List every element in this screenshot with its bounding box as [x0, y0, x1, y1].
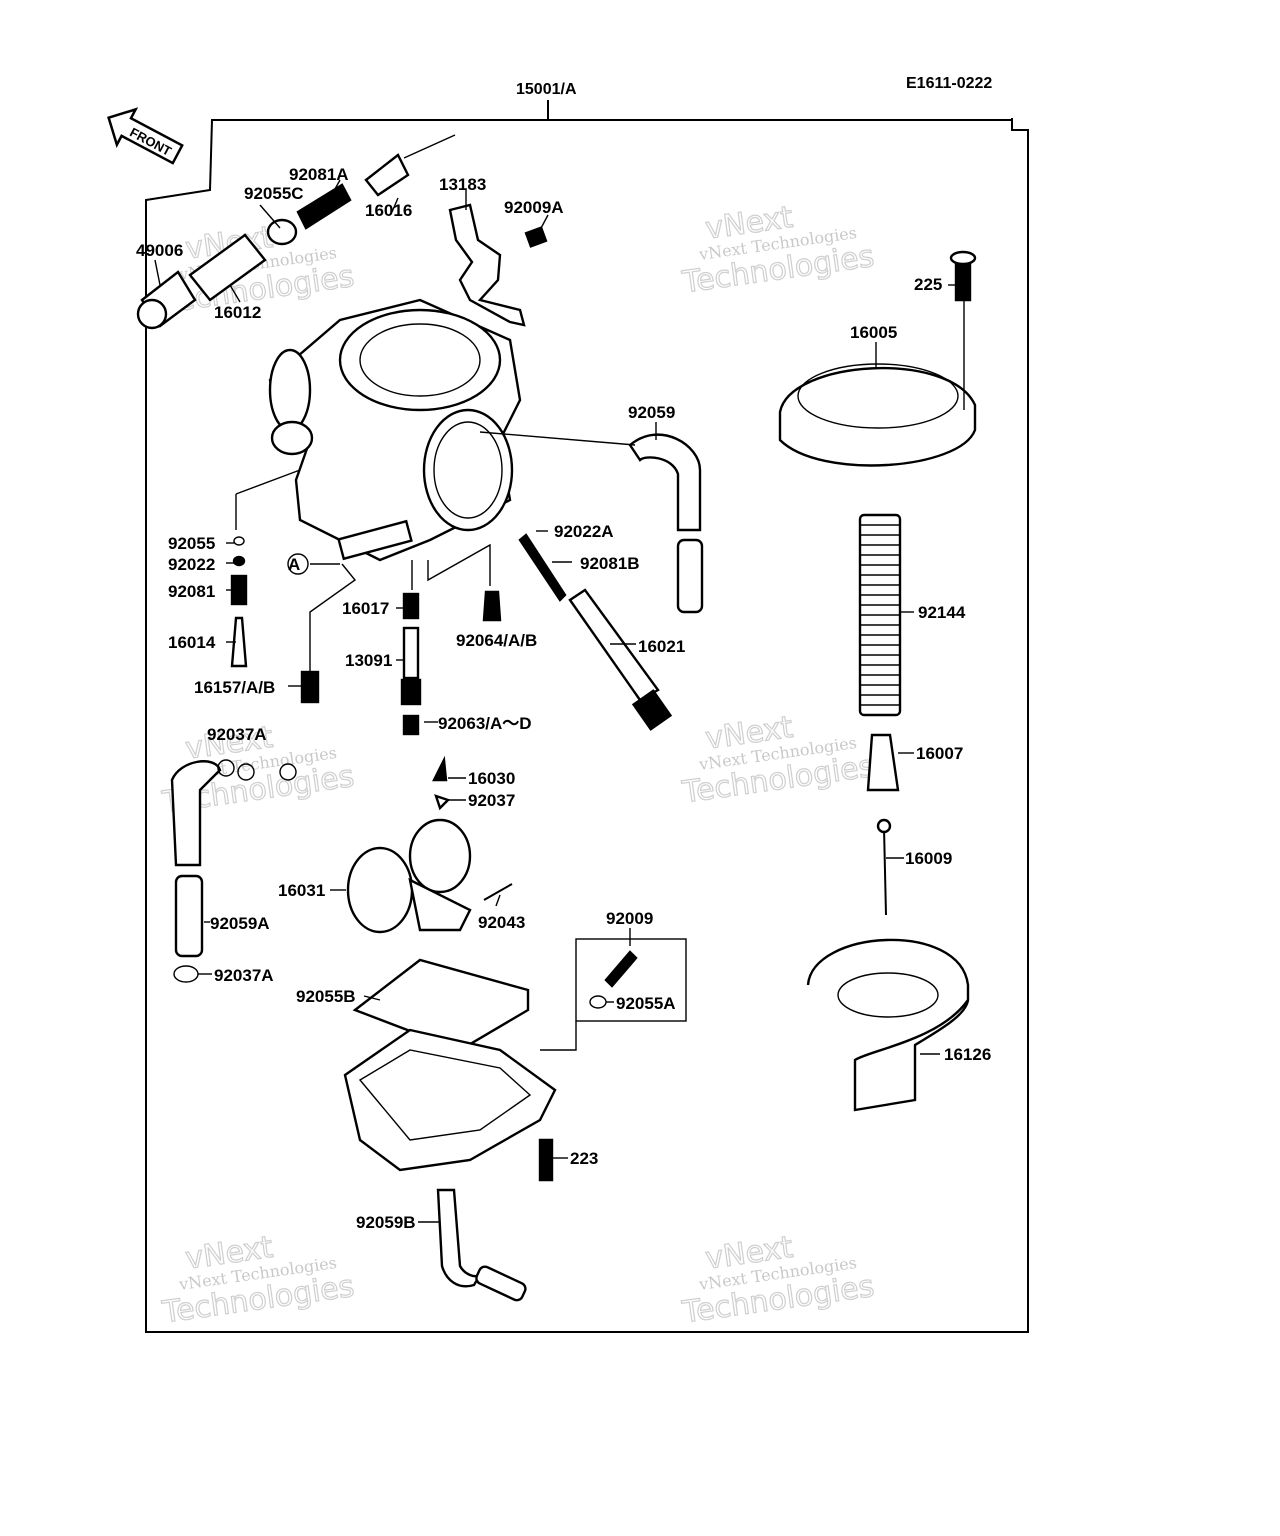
top-cover-group	[778, 250, 977, 1112]
part-label: 16014	[168, 633, 216, 652]
diagram-code: E1611-0222	[906, 75, 992, 92]
float-bowl-group	[343, 958, 557, 1302]
part-label: 16012	[214, 303, 261, 322]
part-label: 16007	[916, 744, 963, 763]
part-label: 92081A	[289, 165, 349, 184]
part-label: 16009	[905, 849, 952, 868]
part-label: 16021	[638, 637, 685, 656]
part-label: 92081	[168, 582, 215, 601]
part-label: 92022	[168, 555, 215, 574]
diagram-frame	[145, 118, 1029, 1333]
part-label: 16016	[365, 201, 412, 220]
jets-center	[400, 543, 502, 736]
part-label: 49006	[136, 241, 183, 260]
assembly-label: 15001/A	[516, 81, 577, 98]
part-label: 225	[914, 275, 942, 294]
part-label: 16126	[944, 1045, 991, 1064]
part-label: 92059	[628, 403, 675, 422]
pilot-screw-group	[518, 533, 673, 731]
front-arrow-icon: FRONT	[107, 107, 184, 165]
part-label: 16157/A/B	[194, 678, 275, 697]
part-labels: 92081A 92055C 16016 13183 92009A 49006 1…	[136, 165, 991, 1232]
part-label: 92081B	[580, 554, 640, 573]
needle-box	[540, 938, 687, 1051]
part-label: 16031	[278, 881, 325, 900]
tube-92059-lower	[676, 538, 704, 614]
part-label: 92009	[606, 909, 653, 928]
part-label: 92055A	[616, 994, 676, 1013]
starter-plunger-group	[136, 134, 456, 330]
part-label: 92144	[918, 603, 966, 622]
part-label: 92064/A/B	[456, 631, 537, 650]
float-group	[346, 755, 513, 934]
drain-tube-group	[170, 759, 297, 983]
part-label: 13183	[439, 175, 486, 194]
part-label: 92055	[168, 534, 215, 553]
part-label: 92043	[478, 913, 525, 932]
part-label: 92022A	[554, 522, 614, 541]
part-label: 16030	[468, 769, 515, 788]
part-label: 92063/A～D	[438, 714, 532, 733]
part-label: 13091	[345, 651, 392, 670]
part-label: 92037A	[207, 725, 267, 744]
part-label: 92059A	[210, 914, 270, 933]
jets-left: A	[230, 536, 357, 704]
bracket-13183	[448, 203, 548, 327]
tube-92059	[628, 433, 702, 532]
part-label: 92055C	[244, 184, 304, 203]
part-label: 92055B	[296, 987, 356, 1006]
part-label: 92059B	[356, 1213, 416, 1232]
carburetor-body	[268, 298, 522, 562]
reference-mark-a: A	[288, 555, 300, 574]
part-label: 92037A	[214, 966, 274, 985]
leader-lines	[154, 179, 965, 1223]
part-label: 92009A	[504, 198, 564, 217]
part-label: 223	[570, 1149, 598, 1168]
part-label: 16005	[850, 323, 897, 342]
part-label: 92037	[468, 791, 515, 810]
part-label: 16017	[342, 599, 389, 618]
